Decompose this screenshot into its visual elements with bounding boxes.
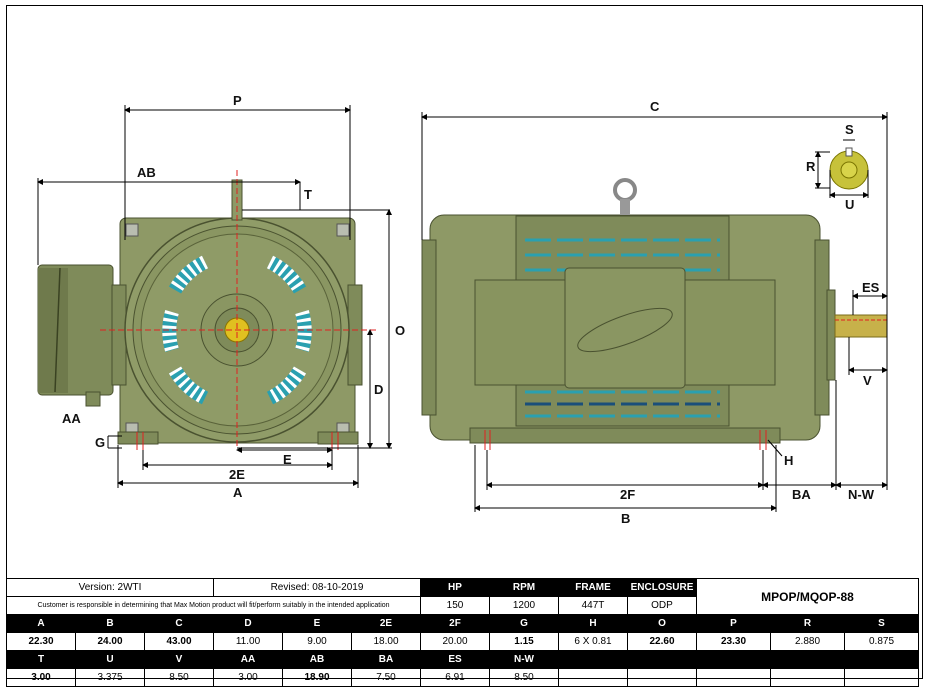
header-o: O [627, 614, 697, 633]
info-header-frame: FRAME [558, 578, 628, 597]
dim-label-h: H [784, 453, 793, 468]
model-cell: MPOP/MQOP-88 [696, 578, 919, 615]
header-s: S [844, 614, 919, 633]
table-row-values-1: 22.30 24.00 43.00 11.00 9.00 18.00 20.00… [6, 632, 919, 651]
header-u: U [75, 650, 145, 669]
value-o: 22.60 [627, 632, 697, 651]
dim-label-o: O [395, 323, 405, 338]
motor-dimension-drawing: P AB T O D AA G E 2E A C S R U ES V H 2F… [37, 93, 888, 526]
header-2f: 2F [420, 614, 490, 633]
header-h: H [558, 614, 628, 633]
dim-label-a: A [233, 485, 243, 500]
value-d: 11.00 [213, 632, 283, 651]
dim-label-c: C [650, 99, 660, 114]
value-c: 43.00 [144, 632, 214, 651]
dim-label-e: E [283, 452, 292, 467]
info-value-rpm: 1200 [489, 596, 559, 615]
dim-label-ab: AB [137, 165, 156, 180]
spec-table: Version: 2WTI Revised: 08-10-2019 HP RPM… [6, 578, 919, 687]
info-header-rpm: RPM [489, 578, 559, 597]
header-g: G [489, 614, 559, 633]
dim-label-t: T [304, 187, 312, 202]
info-header-enclosure: ENCLOSURE [627, 578, 697, 597]
info-value-frame: 447T [558, 596, 628, 615]
value-empty [627, 668, 697, 687]
value-e: 9.00 [282, 632, 352, 651]
dim-label-2f: 2F [620, 487, 635, 502]
side-view-motor [421, 178, 888, 450]
dim-label-nw: N-W [848, 487, 875, 502]
dim-label-d: D [374, 382, 383, 397]
value-2e: 18.00 [351, 632, 421, 651]
value-r: 2.880 [770, 632, 845, 651]
dimension-labels: P AB T O D AA G E 2E A C S R U ES V H 2F… [62, 93, 880, 526]
header-c: C [144, 614, 214, 633]
value-aa: 3.00 [213, 668, 283, 687]
header-p: P [696, 614, 771, 633]
dim-label-es: ES [862, 280, 880, 295]
dim-label-p: P [233, 93, 242, 108]
header-v: V [144, 650, 214, 669]
dim-label-u: U [845, 197, 854, 212]
value-u: 3.375 [75, 668, 145, 687]
value-empty [558, 668, 628, 687]
version-cell: Version: 2WTI [6, 578, 214, 597]
value-p: 23.30 [696, 632, 771, 651]
value-a: 22.30 [6, 632, 76, 651]
dim-label-b: B [621, 511, 630, 526]
dim-label-aa: AA [62, 411, 81, 426]
value-empty [770, 668, 845, 687]
value-es: 6.91 [420, 668, 490, 687]
dimension-lines [37, 105, 888, 512]
value-empty [844, 668, 919, 687]
header-ab: AB [282, 650, 352, 669]
header-empty [558, 650, 628, 669]
table-row-headers-2: T U V AA AB BA ES N-W [6, 650, 919, 669]
dim-label-s: S [845, 122, 854, 137]
header-a: A [6, 614, 76, 633]
dim-label-2e: 2E [229, 467, 245, 482]
info-value-enclosure: ODP [627, 596, 697, 615]
header-empty [696, 650, 771, 669]
dim-label-r: R [806, 159, 816, 174]
header-d: D [213, 614, 283, 633]
header-t: T [6, 650, 76, 669]
value-b: 24.00 [75, 632, 145, 651]
info-header-hp: HP [420, 578, 490, 597]
value-empty [696, 668, 771, 687]
dim-label-ba: BA [792, 487, 811, 502]
revised-cell: Revised: 08-10-2019 [213, 578, 421, 597]
value-s: 0.875 [844, 632, 919, 651]
header-e: E [282, 614, 352, 633]
value-v: 8.50 [144, 668, 214, 687]
header-nw: N-W [489, 650, 559, 669]
value-g: 1.15 [489, 632, 559, 651]
value-ba: 7.50 [351, 668, 421, 687]
header-empty [770, 650, 845, 669]
header-es: ES [420, 650, 490, 669]
dim-label-g: G [95, 435, 105, 450]
header-aa: AA [213, 650, 283, 669]
header-r: R [770, 614, 845, 633]
value-nw: 8.50 [489, 668, 559, 687]
shaft-end-view [829, 147, 869, 190]
table-row-meta: Version: 2WTI Revised: 08-10-2019 HP RPM… [6, 578, 919, 615]
value-h: 6 X 0.81 [558, 632, 628, 651]
value-t: 3.00 [6, 668, 76, 687]
header-2e: 2E [351, 614, 421, 633]
table-row-headers-1: A B C D E 2E 2F G H O P R S [6, 614, 919, 633]
dim-label-v: V [863, 373, 872, 388]
header-empty [844, 650, 919, 669]
header-b: B [75, 614, 145, 633]
value-ab: 18.90 [282, 668, 352, 687]
header-empty [627, 650, 697, 669]
info-value-hp: 150 [420, 596, 490, 615]
front-view-motor [37, 170, 378, 450]
value-2f: 20.00 [420, 632, 490, 651]
table-row-values-2: 3.00 3.375 8.50 3.00 18.90 7.50 6.91 8.5… [6, 668, 919, 687]
header-ba: BA [351, 650, 421, 669]
disclaimer-cell: Customer is responsible in determining t… [6, 596, 421, 615]
